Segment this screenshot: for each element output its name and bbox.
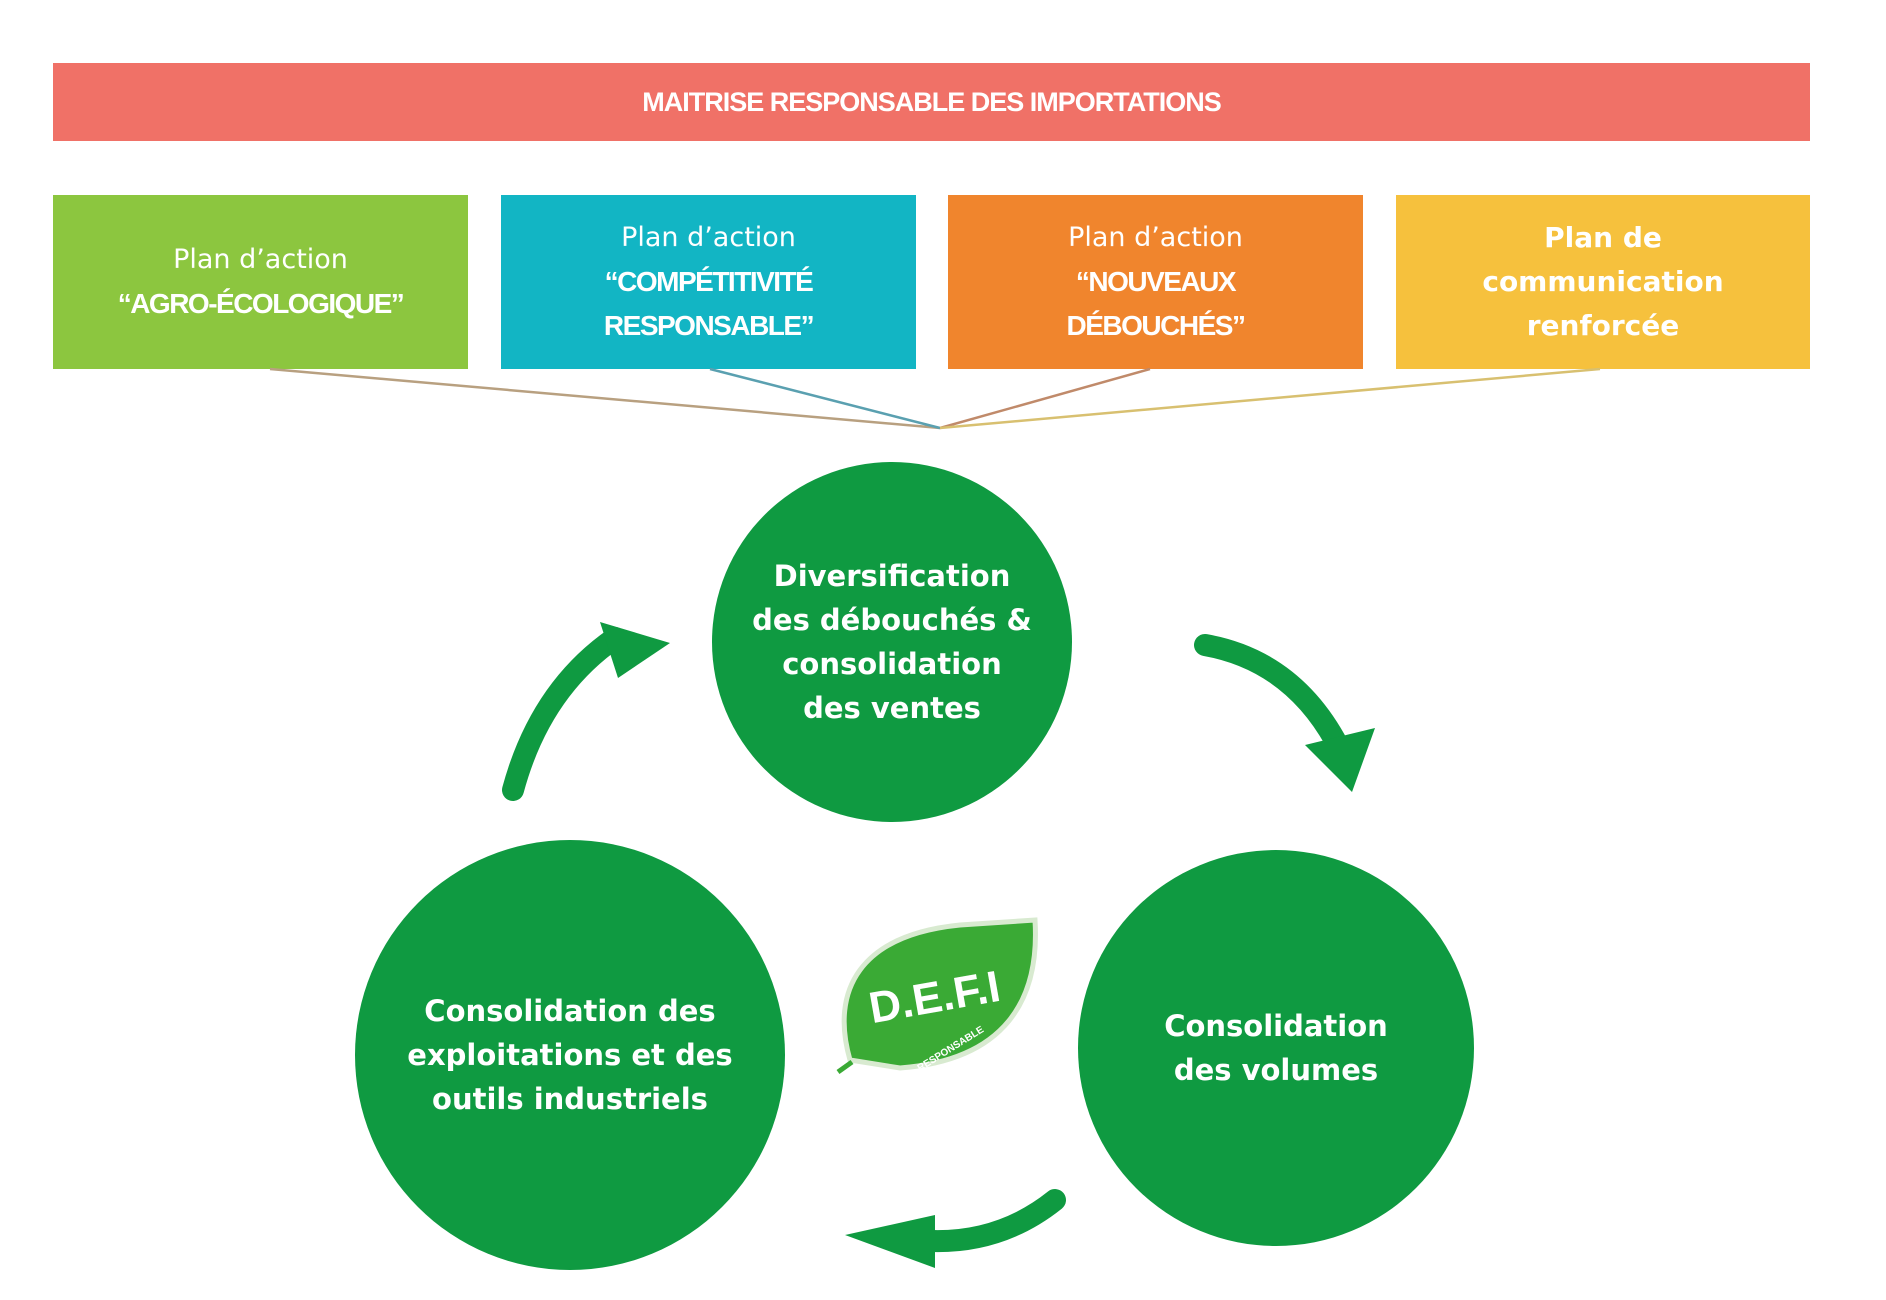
plan-nouveaux-heading: Plan d’action	[1068, 222, 1243, 253]
plan-nouveaux-title: “NOUVEAUX DÉBOUCHÉS”	[1066, 266, 1246, 341]
plan-agro-title: “AGRO-ÉCOLOGIQUE”	[117, 288, 405, 319]
plan-competitivite-title: “COMPÉTITIVITÉ RESPONSABLE”	[603, 266, 815, 341]
importations-banner: MAITRISE RESPONSABLE DES IMPORTATIONS	[53, 63, 1810, 141]
circle-exploitations: Consolidation des exploitations et des o…	[355, 840, 785, 1270]
plan-agro-heading: Plan d’action	[173, 244, 348, 275]
circle-volumes: Consolidation des volumes	[1078, 850, 1474, 1246]
plan-nouveaux-debouches: Plan d’action “NOUVEAUX DÉBOUCHÉS”	[948, 195, 1363, 369]
banner-title: MAITRISE RESPONSABLE DES IMPORTATIONS	[642, 86, 1222, 117]
leaf-stem	[836, 1059, 854, 1075]
connector-line-nouveaux	[939, 367, 1151, 430]
arrow-top-to-right	[1194, 634, 1375, 792]
plan-communication: Plan de communication renforcée	[1396, 195, 1810, 369]
plan-competitivite: Plan d’action “COMPÉTITIVITÉ RESPONSABLE…	[501, 195, 916, 369]
circle-diversification: Diversification des débouchés & consolid…	[712, 462, 1072, 822]
circle-diversification-label: Diversification des débouchés & consolid…	[752, 559, 1032, 725]
circle-exploitations-label: Consolidation des exploitations et des o…	[407, 994, 733, 1116]
plan-agro-ecologique: Plan d’action “AGRO-ÉCOLOGIQUE”	[53, 195, 468, 369]
arrow-right-to-left	[845, 1189, 1066, 1268]
circle-volumes-label: Consolidation des volumes	[1164, 1009, 1388, 1087]
connector-line-competitivite	[709, 367, 941, 430]
leaf-shape	[841, 917, 1038, 1071]
plan-competitivite-heading: Plan d’action	[621, 222, 796, 253]
arrow-left-to-top	[502, 622, 670, 801]
plan-communication-title: Plan de communication renforcée	[1482, 221, 1724, 342]
connector-line-communication	[939, 367, 1601, 430]
connector-line-agro	[269, 367, 941, 430]
